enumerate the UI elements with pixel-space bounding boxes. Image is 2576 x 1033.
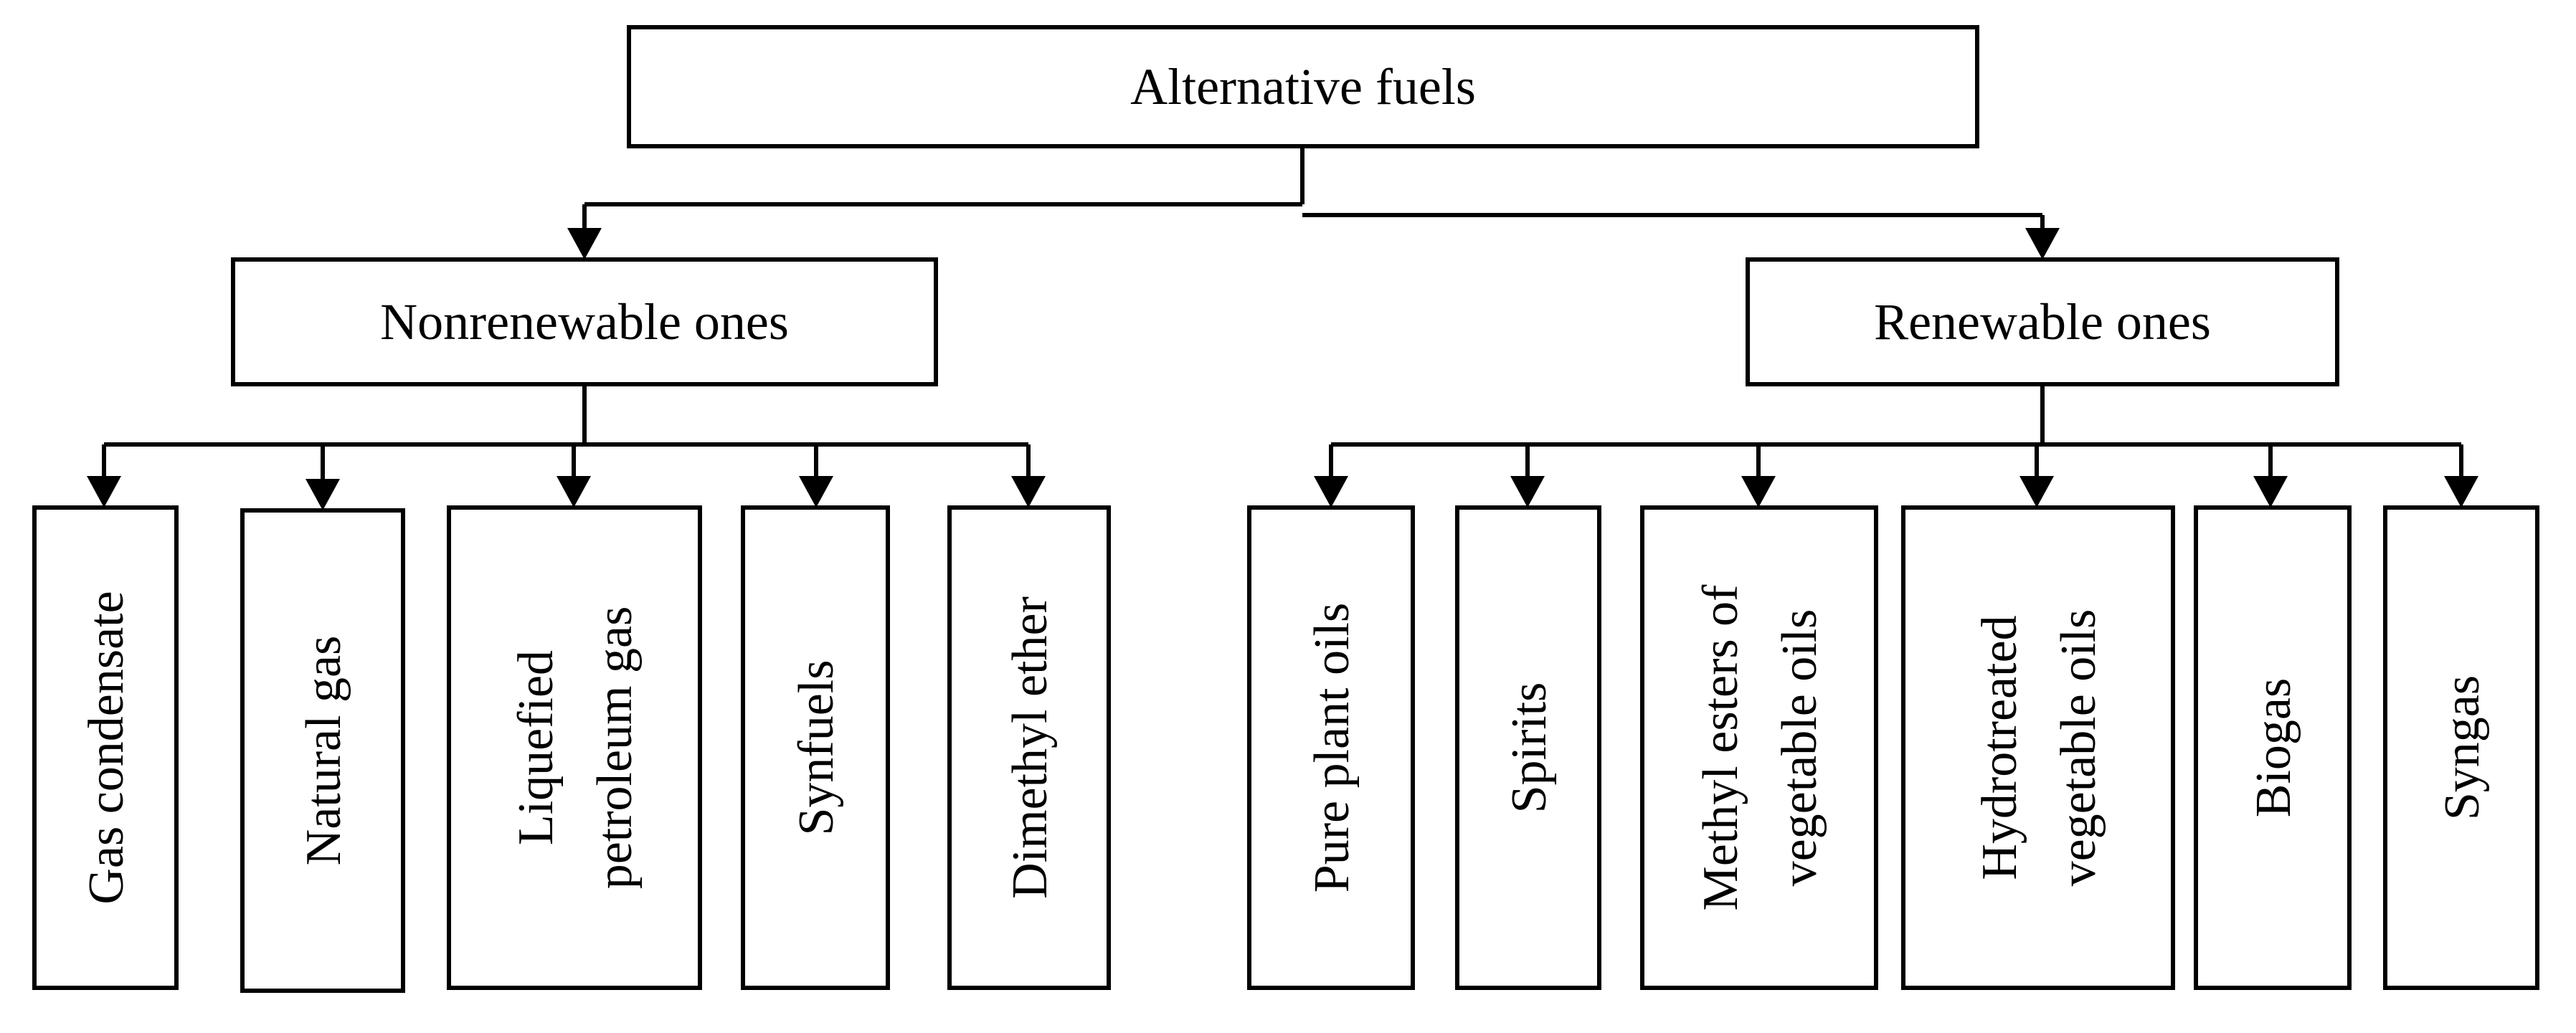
biogas-label-group: Biogas [2246,678,2301,817]
biogas-label-line-1: Biogas [2246,678,2301,817]
spirits-label-line-1: Spirits [1502,682,1557,814]
dimethyl-ether-node-box [947,505,1111,990]
hydrotreated-vegetable-oils-label-line-2: vegetable oils [2051,609,2106,887]
synfuels-arrow [799,476,833,508]
spirits-arrow [1510,476,1545,508]
renewable-ones-arrow-in [2025,228,2060,260]
nonrenewable-ones-node-box [231,257,938,386]
synfuels-label-group: Synfuels [789,660,844,836]
pure-plant-oils-arrow [1314,476,1348,508]
natural-gas-label-line-1: Natural gas [296,636,351,866]
methyl-esters-of-vegetable-oils-label-line-1: Methyl esters of [1693,584,1748,911]
natural-gas-arrow [306,479,340,510]
root-node-box [627,25,1979,148]
gas-condensate-label-line-1: Gas condensate [79,591,134,904]
liquefied-petroleum-gas-node-box [447,505,702,990]
renewable-ones-node-box [1746,257,2339,386]
syngas-label-line-1: Syngas [2435,675,2490,820]
pure-plant-oils-label-line-1: Pure plant oils [1304,603,1360,892]
root-node-label: Alternative fuels [1130,58,1476,115]
natural-gas-node-box [240,508,405,993]
spirits-label-group: Spirits [1502,682,1557,814]
dimethyl-ether-label-line-1: Dimethyl ether [1003,596,1058,899]
nonrenewable-ones-arrow-in [567,228,602,260]
dimethyl-ether-label-group: Dimethyl ether [1003,596,1058,899]
hydrotreated-vegetable-oils-label-group: Hydrotreated vegetable oils [1972,609,2106,887]
natural-gas-label-group: Natural gas [296,636,351,866]
hydrotreated-vegetable-oils-label-line-1: Hydrotreated [1972,615,2027,880]
syngas-node-box [2383,505,2539,990]
methyl-esters-of-vegetable-oils-label-line-2: vegetable oils [1772,609,1827,887]
synfuels-label-line-1: Synfuels [789,660,844,836]
nonrenewable-ones-node-label: Nonrenewable ones [380,293,789,351]
syngas-arrow [2444,476,2478,508]
gas-condensate-label-group: Gas condensate [79,591,134,904]
biogas-node-box [2194,505,2352,990]
biogas-arrow [2253,476,2288,508]
renewable-ones-node-label: Renewable ones [1874,293,2211,351]
gas-condensate-arrow [87,476,121,508]
methyl-esters-of-vegetable-oils-arrow [1741,476,1776,508]
methyl-esters-of-vegetable-oils-label-group: Methyl esters of vegetable oils [1693,584,1827,911]
connector-group [87,146,2478,510]
liquefied-petroleum-gas-arrow [557,476,591,508]
spirits-node-box [1455,505,1601,990]
synfuels-node-box [741,505,890,990]
liquefied-petroleum-gas-label-group: Liquefied petroleum gas [508,606,643,890]
dimethyl-ether-arrow [1011,476,1046,508]
pure-plant-oils-label-group: Pure plant oils [1304,603,1360,892]
hydrotreated-vegetable-oils-arrow [2019,476,2054,508]
liquefied-petroleum-gas-label-line-1: Liquefied [508,650,564,845]
syngas-label-group: Syngas [2435,675,2490,820]
methyl-esters-of-vegetable-oils-node-box [1640,505,1878,990]
liquefied-petroleum-gas-label-line-2: petroleum gas [587,606,643,890]
pure-plant-oils-node-box [1247,505,1415,990]
hydrotreated-vegetable-oils-node-box [1901,505,2175,990]
gas-condensate-node-box [32,505,179,990]
